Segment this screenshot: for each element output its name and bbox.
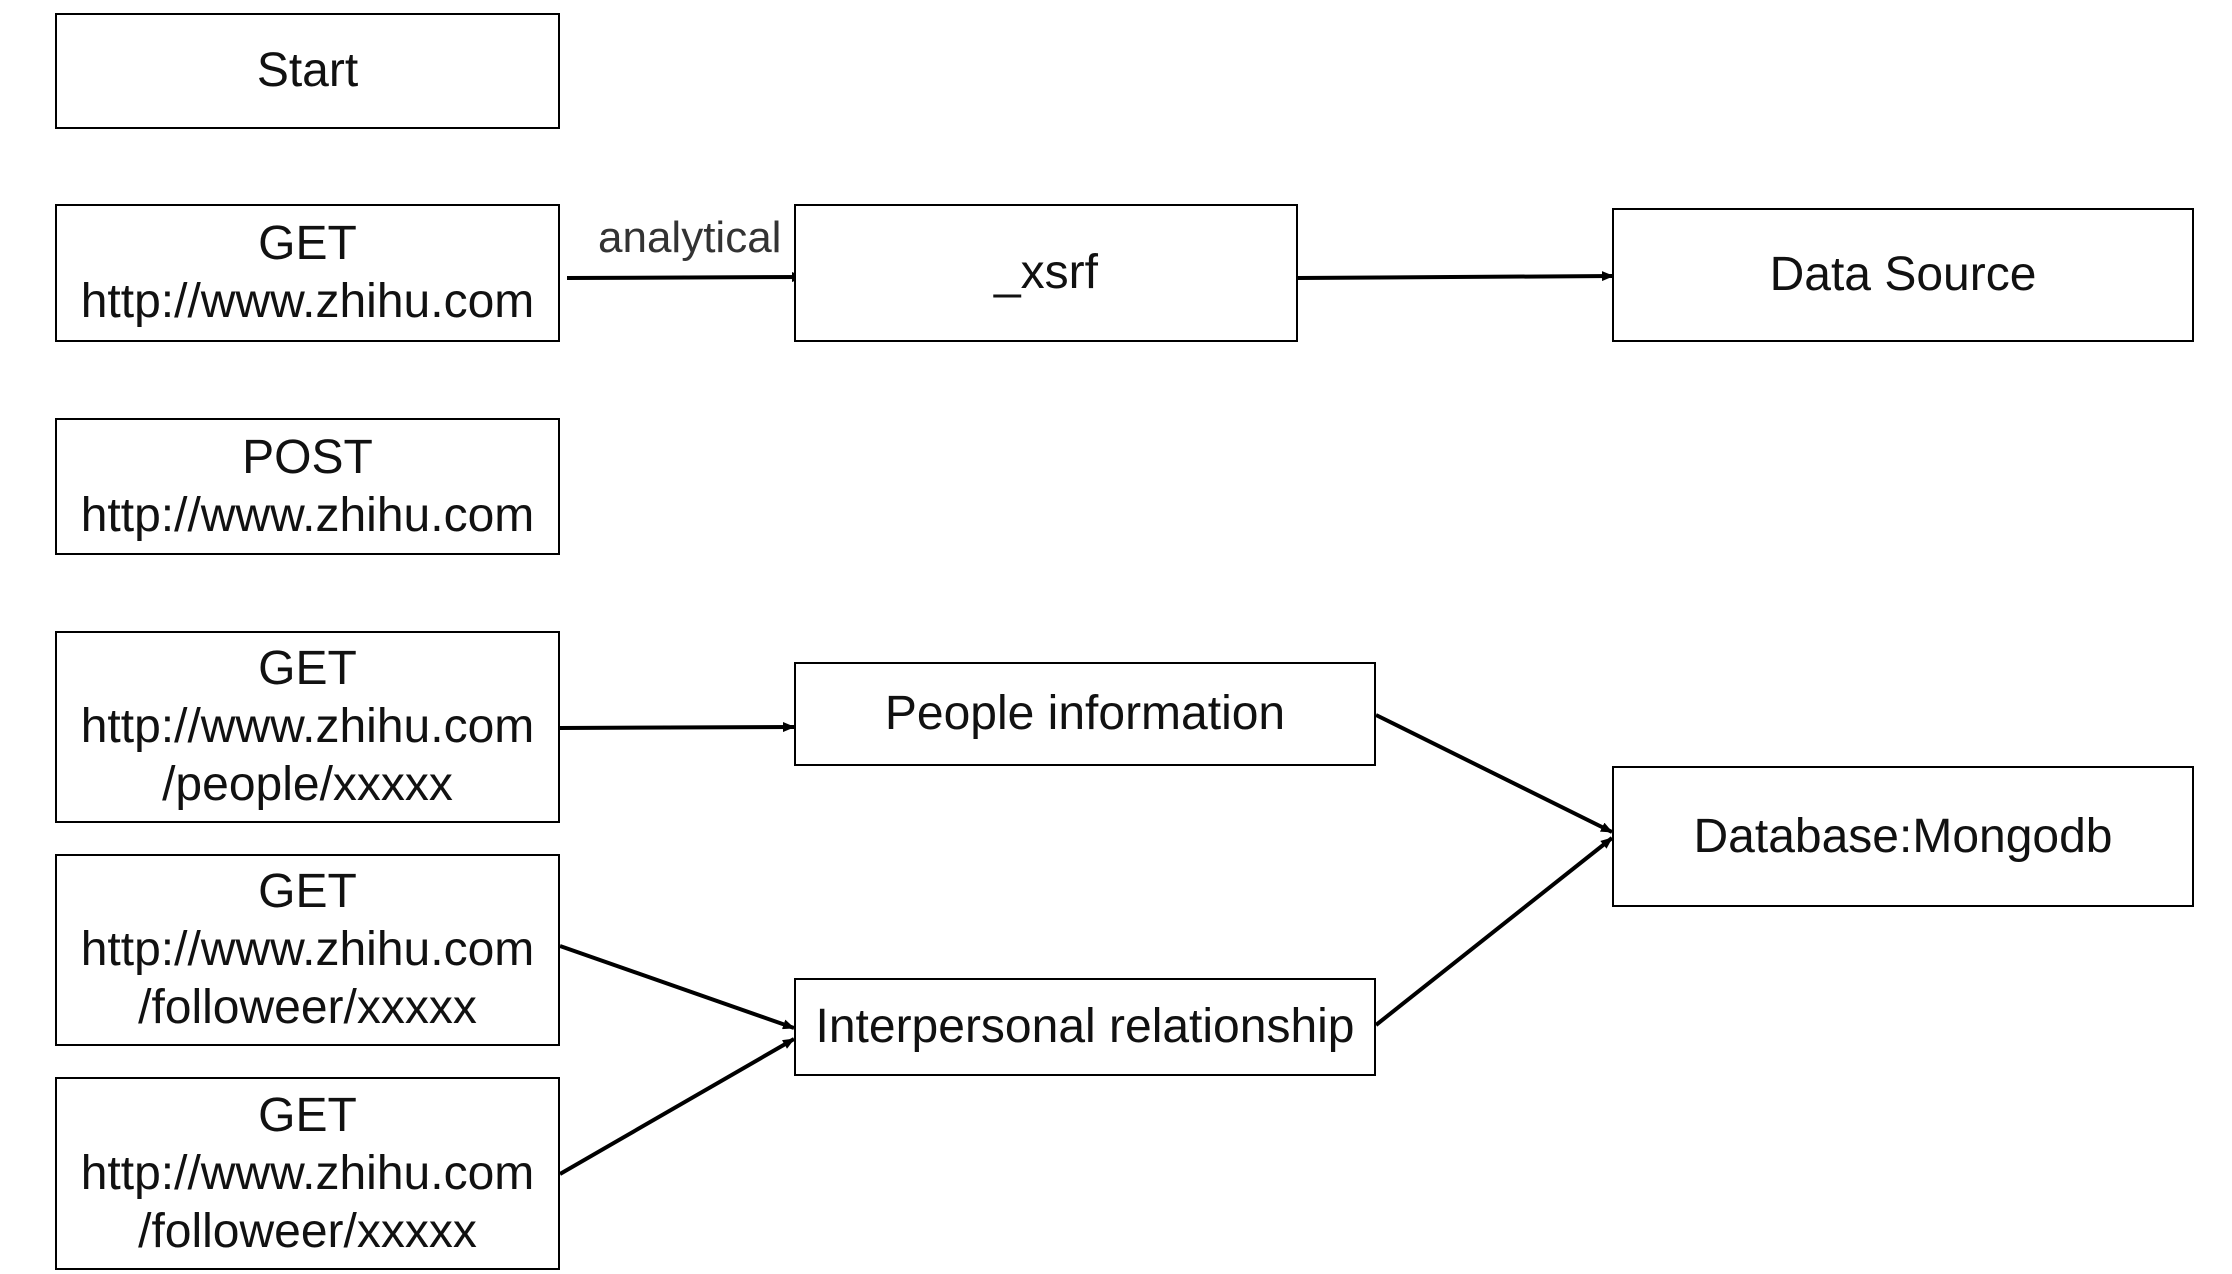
node-get-followeer-1: GET http://www.zhihu.com /followeer/xxxx…: [55, 854, 560, 1046]
node-people-information-label: People information: [884, 687, 1286, 740]
arrow-xsrf-to-data-source: [1297, 271, 1614, 282]
node-post-home-url: http://www.zhihu.com: [80, 488, 535, 542]
arrow-interpersonal-to-database: [1374, 836, 1614, 1027]
node-interpersonal-relationship-label: Interpersonal relationship: [815, 1000, 1355, 1053]
node-get-people: GET http://www.zhihu.com /people/xxxxx: [55, 631, 560, 823]
node-post-home: POST http://www.zhihu.com: [55, 418, 560, 555]
node-get-people-path: /people/xxxxx: [162, 758, 453, 811]
node-xsrf: _xsrf: [794, 204, 1298, 342]
node-post-home-method: POST: [242, 430, 373, 484]
node-get-followeer-2-path: /followeer/xxxxx: [138, 1204, 477, 1258]
node-get-people-url: http://www.zhihu.com: [80, 700, 535, 753]
node-get-followeer-2: GET http://www.zhihu.com /followeer/xxxx…: [55, 1077, 560, 1270]
node-data-source-label: Data Source: [1769, 248, 2037, 301]
arrow-get-people-to-people-info: [559, 722, 795, 733]
node-get-followeer-2-method: GET: [258, 1088, 357, 1142]
edge-label-analytical: analytical: [598, 213, 782, 262]
node-people-information: People information: [794, 662, 1376, 766]
node-get-home-method: GET: [258, 217, 357, 270]
node-get-followeer-1-url: http://www.zhihu.com: [80, 923, 535, 976]
arrow-get-followeer-1-to-interpersonal: [559, 944, 795, 1030]
node-data-source: Data Source: [1612, 208, 2194, 342]
node-xsrf-label: _xsrf: [993, 246, 1098, 299]
node-start-line: Start: [256, 44, 359, 97]
node-get-home-url: http://www.zhihu.com: [80, 275, 535, 328]
arrow-get-followeer-2-to-interpersonal: [559, 1037, 795, 1176]
arrow-people-info-to-database: [1375, 713, 1613, 834]
node-get-people-method: GET: [258, 642, 357, 695]
node-get-followeer-1-path: /followeer/xxxxx: [138, 981, 477, 1034]
node-interpersonal-relationship: Interpersonal relationship: [794, 978, 1376, 1076]
node-database-mongodb: Database:Mongodb: [1612, 766, 2194, 907]
node-get-followeer-2-url: http://www.zhihu.com: [80, 1146, 535, 1200]
node-get-followeer-1-method: GET: [258, 865, 357, 918]
node-get-home: GET http://www.zhihu.com: [55, 204, 560, 342]
node-database-mongodb-label: Database:Mongodb: [1693, 809, 2113, 863]
node-start: Start: [55, 13, 560, 129]
arrow-get-home-to-xsrf: [566, 272, 804, 283]
